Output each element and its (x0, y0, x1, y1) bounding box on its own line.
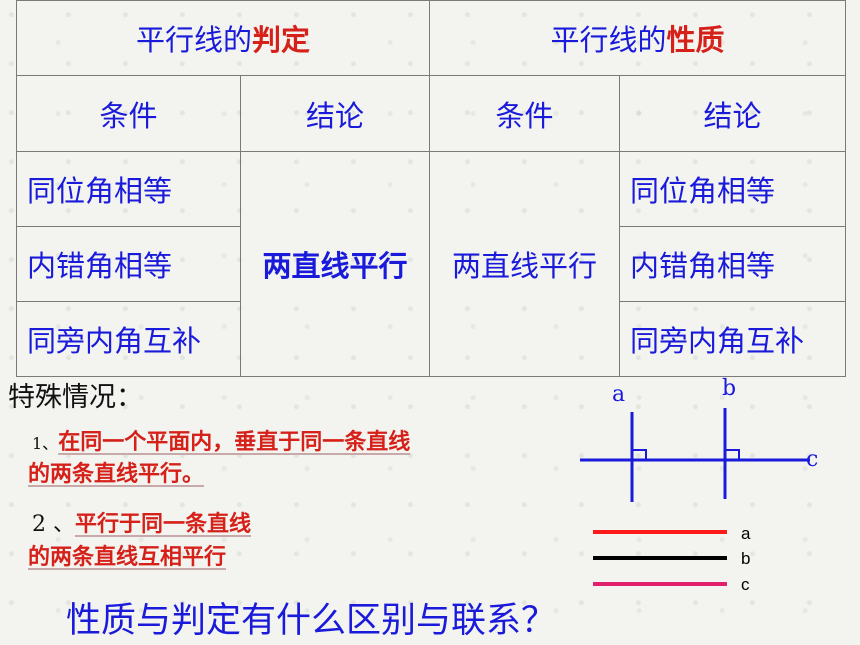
right-angle-mark-b (725, 449, 740, 460)
label-c: c (806, 447, 818, 472)
property-conclusion-2: 内错角相等 (619, 226, 846, 302)
header-property-prefix: 平行线的 (550, 23, 667, 57)
label-a2: a (741, 524, 751, 543)
header-property-emph: 性质 (666, 23, 725, 57)
judgment-condition-1: 同位角相等 (16, 151, 241, 227)
label-b: b (722, 376, 736, 401)
label-c2: c (741, 575, 750, 594)
special-case-2-number: 2 、 (32, 512, 75, 537)
judgment-condition-3: 同旁内角互补 (16, 301, 241, 377)
col-condition-property: 条件 (429, 75, 620, 152)
property-conclusion-3: 同旁内角互补 (619, 301, 846, 377)
question-text: 性质与判定有什么区别与联系？ (66, 601, 557, 641)
property-condition: 两直线平行 (429, 151, 620, 377)
label-b2: b (741, 549, 750, 568)
special-case-1-line2: 的两条直线平行。 (28, 461, 205, 487)
judgment-conclusion: 两直线平行 (240, 151, 430, 377)
special-case-1-number: 1、 (32, 434, 59, 453)
label-a: a (612, 382, 625, 407)
property-conclusion-1: 同位角相等 (619, 151, 846, 227)
header-property: 平行线的性质 (429, 0, 846, 76)
special-case-1-text1: 在同一个平面内，垂直于同一条直线 (58, 429, 411, 455)
header-judgment-emph: 判定 (252, 23, 311, 57)
col-conclusion-property: 结论 (619, 75, 846, 152)
judgment-condition-2: 内错角相等 (16, 226, 241, 302)
col-condition-judgment: 条件 (16, 75, 241, 152)
special-case-1-line1: 1、在同一个平面内，垂直于同一条直线 (32, 424, 410, 456)
special-case-2-text1: 平行于同一条直线 (75, 511, 252, 537)
perpendicular-diagram: a b c (580, 376, 818, 502)
header-judgment: 平行线的判定 (16, 0, 430, 76)
col-conclusion-judgment: 结论 (240, 75, 430, 152)
special-case-2-line2: 的两条直线互相平行 (28, 544, 227, 570)
parallel-lines-table: 平行线的判定 平行线的性质 条件 结论 条件 结论 同位角相等 两直线平行 两直… (16, 0, 846, 377)
header-judgment-prefix: 平行线的 (135, 23, 252, 57)
parallel-lines-diagram: a b c (593, 524, 751, 594)
special-case-2-line1: 2 、平行于同一条直线 (32, 506, 251, 538)
special-cases-title: 特殊情况： (8, 382, 143, 413)
right-angle-mark-a (632, 449, 647, 460)
